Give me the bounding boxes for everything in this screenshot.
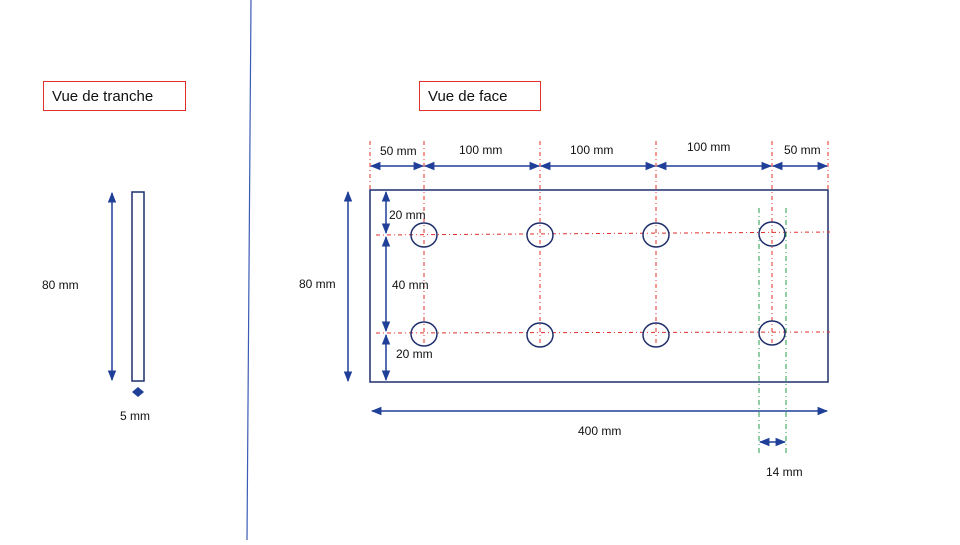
hole xyxy=(526,322,554,348)
side-plate xyxy=(131,191,145,382)
row-gap-label: 40 mm xyxy=(392,278,429,292)
front-height-label: 80 mm xyxy=(299,277,336,291)
front-plate xyxy=(369,189,829,383)
hole xyxy=(410,321,438,347)
front-view-title: Vue de face xyxy=(419,81,541,111)
hole xyxy=(526,222,554,248)
top-offset-label: 20 mm xyxy=(389,208,426,222)
side-view-title: Vue de tranche xyxy=(43,81,186,111)
front-width-label: 400 mm xyxy=(578,424,621,438)
spacing-label: 100 mm xyxy=(570,143,613,157)
side-thickness-label: 5 mm xyxy=(120,409,150,423)
hole xyxy=(410,222,438,248)
spacing-label: 50 mm xyxy=(380,144,417,158)
spacing-label: 100 mm xyxy=(459,143,502,157)
spacing-label: 100 mm xyxy=(687,140,730,154)
spacing-label: 50 mm xyxy=(784,143,821,157)
row-center-lines xyxy=(375,231,831,334)
side-height-label: 80 mm xyxy=(42,278,79,292)
hole xyxy=(758,320,786,346)
spacing-reference-lines xyxy=(369,141,829,346)
holes xyxy=(410,221,786,348)
hole xyxy=(642,322,670,348)
view-divider xyxy=(246,0,252,541)
hole xyxy=(758,221,786,247)
bottom-offset-label: 20 mm xyxy=(396,347,433,361)
side-thickness-marker xyxy=(132,387,144,397)
hole-diameter-label: 14 mm xyxy=(766,465,803,479)
hole xyxy=(642,222,670,248)
